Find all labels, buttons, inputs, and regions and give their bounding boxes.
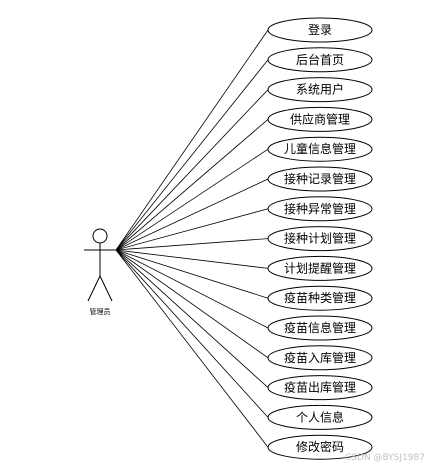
use-case: 个人信息 xyxy=(267,404,373,430)
association-line xyxy=(115,119,269,251)
use-case-label: 疫苗种类管理 xyxy=(284,290,356,305)
use-case-ellipse xyxy=(267,17,373,43)
actor-administrator: 管理员 xyxy=(84,228,116,316)
actor-left-leg xyxy=(87,275,101,302)
use-case: 疫苗入库管理 xyxy=(267,345,373,371)
use-case: 接种记录管理 xyxy=(267,166,373,192)
use-case-ellipse xyxy=(267,196,373,222)
use-case: 疫苗出库管理 xyxy=(267,375,373,401)
use-case: 接种计划管理 xyxy=(267,226,373,252)
use-case-label: 个人信息 xyxy=(296,409,344,424)
use-case-label: 儿童信息管理 xyxy=(284,141,356,156)
association-line xyxy=(115,249,269,448)
use-case-ellipse xyxy=(267,136,373,162)
use-case: 计划提醒管理 xyxy=(267,255,373,281)
use-case-ellipse xyxy=(267,434,373,460)
use-case: 疫苗信息管理 xyxy=(267,315,373,341)
use-case-label: 登录 xyxy=(308,22,332,37)
association-line xyxy=(115,249,269,269)
use-case-ellipse xyxy=(267,166,373,192)
association-line xyxy=(115,29,269,251)
use-case: 后台首页 xyxy=(267,47,373,73)
use-case-label: 修改密码 xyxy=(296,439,344,454)
use-case-label: 接种记录管理 xyxy=(284,171,356,186)
use-case-ellipse xyxy=(267,226,373,252)
use-case: 供应商管理 xyxy=(267,106,373,132)
association-line xyxy=(115,89,269,251)
use-case: 登录 xyxy=(267,17,373,43)
use-case-label: 疫苗入库管理 xyxy=(284,350,356,365)
association-line xyxy=(115,249,269,388)
actor-right-leg xyxy=(99,275,113,302)
use-case-label: 系统用户 xyxy=(296,82,344,97)
use-case: 修改密码 xyxy=(267,434,373,460)
use-case-label: 疫苗出库管理 xyxy=(284,380,356,395)
use-case-label: 后台首页 xyxy=(296,52,344,67)
association-line xyxy=(115,208,269,251)
use-case-ellipse xyxy=(267,255,373,281)
actor-head xyxy=(92,228,108,244)
use-case-label: 疫苗信息管理 xyxy=(284,320,356,335)
association-line xyxy=(115,148,269,251)
association-line xyxy=(115,249,269,329)
association-line xyxy=(115,238,269,251)
watermark: CSDN @BYSJ1987 xyxy=(345,453,425,463)
association-line xyxy=(115,249,269,418)
association-line xyxy=(115,249,269,359)
association-line xyxy=(115,249,269,299)
use-case-ellipse xyxy=(267,345,373,371)
use-case-label: 接种异常管理 xyxy=(284,201,356,216)
use-case-ellipse xyxy=(267,315,373,341)
actor-label: 管理员 xyxy=(90,307,111,316)
use-case-ellipse xyxy=(267,285,373,311)
use-case-label: 接种计划管理 xyxy=(284,231,356,246)
use-case-ellipse xyxy=(267,375,373,401)
association-lines xyxy=(115,29,269,448)
use-case-label: 计划提醒管理 xyxy=(284,260,356,275)
use-case-ellipse xyxy=(267,404,373,430)
use-case-ellipse xyxy=(267,106,373,132)
use-case-ellipse xyxy=(267,77,373,103)
use-case-list: 登录后台首页系统用户供应商管理儿童信息管理接种记录管理接种异常管理接种计划管理计… xyxy=(267,17,373,460)
use-case-ellipse xyxy=(267,47,373,73)
association-line xyxy=(115,59,269,251)
use-case-label: 供应商管理 xyxy=(290,111,350,126)
use-case: 系统用户 xyxy=(267,77,373,103)
use-case: 儿童信息管理 xyxy=(267,136,373,162)
use-case: 接种异常管理 xyxy=(267,196,373,222)
association-line xyxy=(115,178,269,251)
use-case: 疫苗种类管理 xyxy=(267,285,373,311)
